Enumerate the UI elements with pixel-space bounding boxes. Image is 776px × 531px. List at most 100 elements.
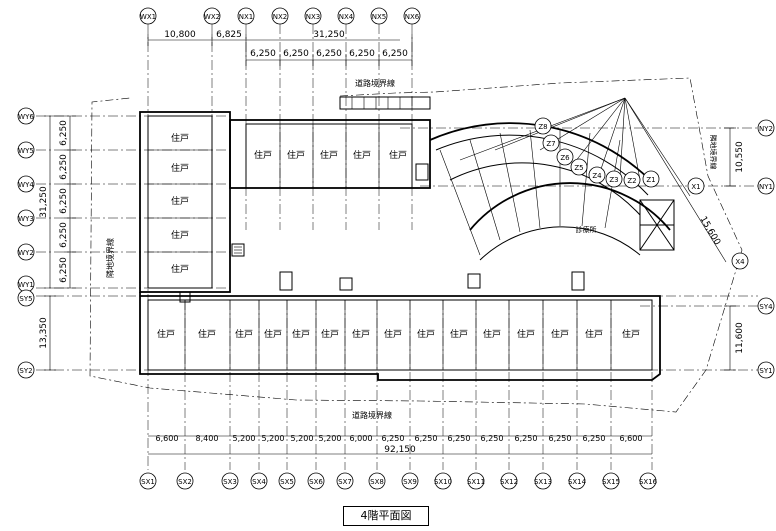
unit-label: 住戸 — [287, 149, 305, 161]
svg-text:SX16: SX16 — [639, 478, 658, 486]
svg-text:SX3: SX3 — [223, 478, 237, 486]
svg-text:WY3: WY3 — [18, 215, 34, 223]
dim-left-total: 31,250 — [39, 186, 49, 218]
svg-text:Z7: Z7 — [546, 140, 555, 148]
unit-label: 住戸 — [585, 328, 603, 340]
grid-bubble: WY1 — [17, 275, 35, 293]
dim-left-sub-3: 6,250 — [59, 222, 69, 248]
south-wing — [139, 271, 661, 381]
road-boundary-label-bottom: 道路境界線 — [352, 410, 392, 420]
svg-text:NX6: NX6 — [405, 13, 420, 21]
grid-bubble: Z8 — [534, 117, 552, 135]
north-wing — [229, 96, 431, 189]
dim-top-main-0: 10,800 — [164, 30, 196, 40]
grid-bubble: WX1 — [139, 7, 157, 25]
grid-bubble: WY3 — [17, 209, 35, 227]
grid-bubble: Z2 — [623, 171, 641, 189]
arc-room-label: 診療所 — [576, 225, 597, 234]
unit-label: 住戸 — [171, 263, 189, 275]
dim-top-sub-0: 6,250 — [250, 49, 276, 59]
svg-text:NX2: NX2 — [273, 13, 288, 21]
svg-text:SY1: SY1 — [759, 367, 772, 375]
unit-label: 住戸 — [352, 328, 370, 340]
unit-label: 住戸 — [171, 132, 189, 144]
svg-text:SX15: SX15 — [602, 478, 620, 486]
svg-text:SY2: SY2 — [19, 367, 32, 375]
unit-labels: 住戸 住戸 住戸 住戸 住戸 住戸 住戸 住戸 住戸 住戸 住戸 住戸 住戸 住… — [157, 132, 640, 340]
svg-text:WY1: WY1 — [18, 281, 34, 289]
unit-label: 住戸 — [235, 328, 253, 340]
svg-text:Z4: Z4 — [592, 172, 602, 180]
road-boundary-label-top: 道路境界線 — [355, 78, 395, 88]
dim-bottom-10: 6,250 — [481, 434, 504, 443]
grid-bubble: X1 — [687, 177, 705, 195]
grid-bubble: SX8 — [368, 472, 386, 490]
svg-text:SX12: SX12 — [500, 478, 518, 486]
drawing-title: 4階平面図 — [343, 506, 429, 526]
svg-text:SX11: SX11 — [467, 478, 485, 486]
dim-bottom-14: 6,600 — [620, 434, 643, 443]
grid-bubble: WY2 — [17, 243, 35, 261]
unit-label: 住戸 — [254, 149, 272, 161]
unit-label: 住戸 — [353, 149, 371, 161]
svg-text:SX2: SX2 — [178, 478, 192, 486]
dim-left-sub-1: 6,250 — [59, 154, 69, 180]
dim-top-main-2: 31,250 — [313, 30, 345, 40]
unit-label: 住戸 — [483, 328, 501, 340]
svg-text:SX13: SX13 — [534, 478, 552, 486]
svg-text:NX1: NX1 — [239, 13, 254, 21]
grid-bubble: WY6 — [17, 107, 35, 125]
grid-bubble: SX12 — [500, 472, 518, 490]
grid-bubble: SX7 — [336, 472, 354, 490]
dim-bottom-4: 5,200 — [291, 434, 314, 443]
grid-bubble: X4 — [731, 252, 749, 270]
grid-bubble: SX6 — [307, 472, 325, 490]
grid-bubbles-top: WX1 WX2 NX1 NX2 NX3 NX4 NX5 NX6 — [139, 7, 421, 25]
svg-text:Z1: Z1 — [646, 176, 655, 184]
svg-text:Z2: Z2 — [627, 177, 636, 185]
unit-label: 住戸 — [292, 328, 310, 340]
grid-bubble: Z3 — [605, 170, 623, 188]
west-wing — [139, 111, 245, 293]
svg-text:WY5: WY5 — [18, 147, 34, 155]
dim-left-sub-4: 6,250 — [59, 257, 69, 283]
grid-bubble: WY4 — [17, 175, 35, 193]
svg-text:NX4: NX4 — [339, 13, 354, 21]
grid-bubble: SX14 — [568, 472, 587, 490]
grid-bubble: SX3 — [221, 472, 239, 490]
grid-bubble: SX16 — [639, 472, 658, 490]
grid-bubble: SX5 — [278, 472, 296, 490]
svg-text:Z8: Z8 — [538, 123, 547, 131]
svg-text:SY4: SY4 — [759, 303, 773, 311]
dim-left-sub-0: 6,250 — [59, 120, 69, 146]
svg-text:SX10: SX10 — [434, 478, 452, 486]
dim-bottom-0: 6,600 — [156, 434, 179, 443]
svg-text:SX7: SX7 — [338, 478, 352, 486]
svg-text:SX5: SX5 — [280, 478, 294, 486]
grid-bubble: Z5 — [570, 158, 588, 176]
grid-bubble: NX5 — [370, 7, 388, 25]
svg-text:SX8: SX8 — [370, 478, 384, 486]
dim-top-sub-3: 6,250 — [349, 49, 375, 59]
svg-text:SX9: SX9 — [403, 478, 417, 486]
grid-bubble: Z4 — [588, 166, 606, 184]
svg-text:Z5: Z5 — [574, 164, 583, 172]
grid-bubbles-left: WY6 WY5 WY4 WY3 WY2 WY1 SY5 SY2 — [17, 107, 35, 379]
unit-label: 住戸 — [171, 195, 189, 207]
dim-right-north: 10,550 — [735, 141, 745, 173]
site-boundary-label: 隣地境界線 — [105, 238, 115, 278]
dim-bottom-total: 92,150 — [384, 445, 416, 455]
grid-bubble: NX2 — [271, 7, 289, 25]
grid-bubble: SX10 — [434, 472, 452, 490]
svg-text:NX3: NX3 — [306, 13, 321, 21]
unit-label: 住戸 — [171, 229, 189, 241]
svg-text:WY4: WY4 — [18, 181, 34, 189]
svg-text:X1: X1 — [691, 183, 700, 191]
svg-text:X4: X4 — [735, 258, 745, 266]
unit-label: 住戸 — [417, 328, 435, 340]
dim-bottom-3: 5,200 — [262, 434, 285, 443]
svg-text:WY6: WY6 — [18, 113, 34, 121]
unit-label: 住戸 — [450, 328, 468, 340]
unit-label: 住戸 — [551, 328, 569, 340]
